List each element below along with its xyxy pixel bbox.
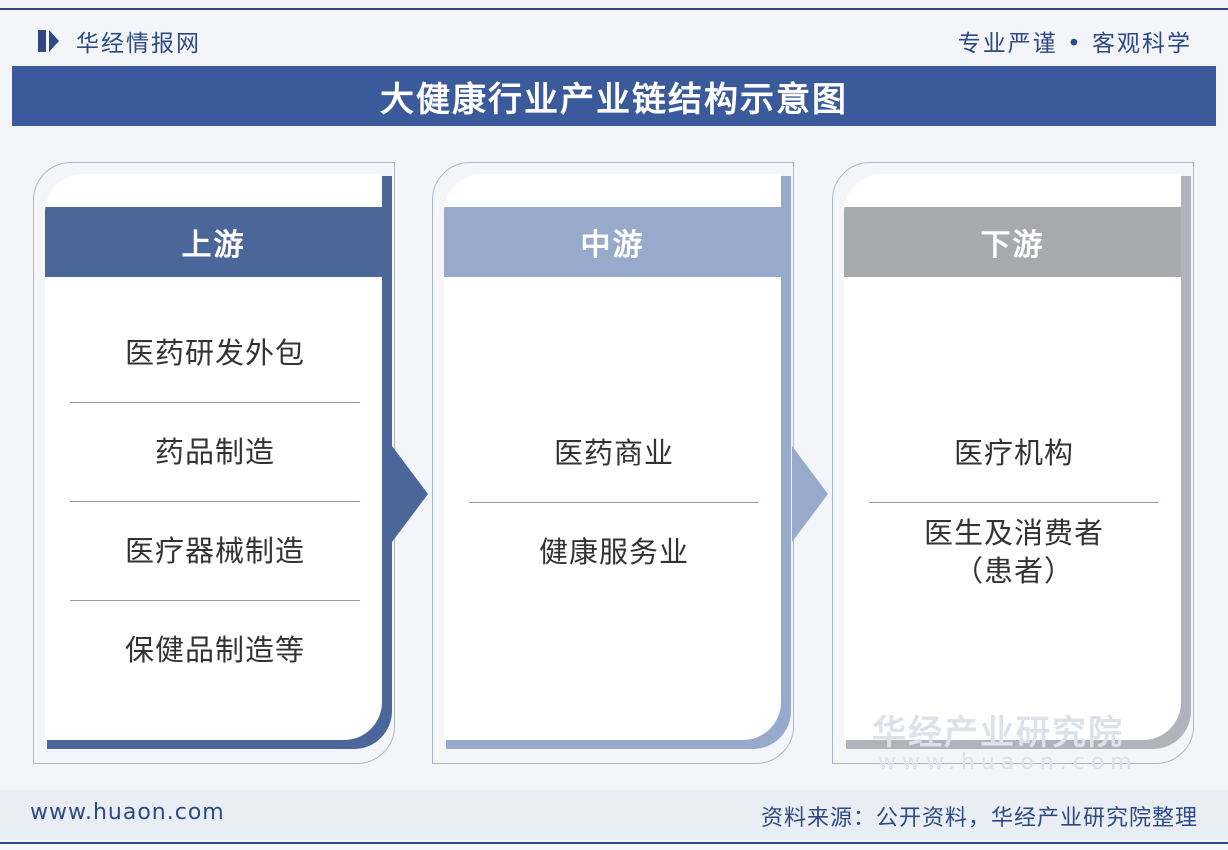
watermark-url: www.huaon.com bbox=[878, 750, 1138, 775]
list-item: 药品制造 bbox=[70, 402, 360, 501]
card-outline bbox=[832, 162, 1194, 764]
list-item: 医疗机构 bbox=[953, 436, 1074, 470]
header: 华经情报网 专业严谨 • 客观科学 bbox=[0, 14, 1228, 62]
list-item: 医疗器械制造 bbox=[70, 501, 360, 600]
downstream-list: 医疗机构 医生及消费者 （患者） bbox=[869, 404, 1159, 601]
card-face: 上游 医药研发外包 药品制造 医疗器械制造 保健品制造等 bbox=[45, 174, 382, 740]
list-item: 保健品制造等 bbox=[70, 600, 360, 699]
top-rule bbox=[0, 8, 1228, 10]
midstream-header: 中游 bbox=[444, 207, 781, 277]
source-note: 资料来源：公开资料，华经产业研究院整理 bbox=[760, 806, 1198, 831]
brand-name: 华经情报网 bbox=[76, 31, 201, 57]
flow-arrow-right-icon bbox=[392, 446, 428, 542]
upstream-card: 上游 医药研发外包 药品制造 医疗器械制造 保健品制造等 bbox=[33, 162, 398, 764]
list-item: 健康服务业 bbox=[469, 502, 759, 601]
flow-arrow-right-icon bbox=[792, 446, 828, 542]
card-face: 下游 医疗机构 医生及消费者 （患者） bbox=[844, 174, 1181, 740]
watermark-text: 华经产业研究院 bbox=[872, 713, 1124, 753]
bottom-rule bbox=[0, 842, 1228, 844]
page-title: 大健康行业产业链结构示意图 bbox=[380, 79, 848, 120]
list-item: 医药研发外包 bbox=[124, 336, 305, 370]
upstream-header: 上游 bbox=[45, 207, 382, 277]
logo-icon bbox=[38, 28, 64, 54]
midstream-card: 中游 医药商业 健康服务业 bbox=[432, 162, 797, 764]
downstream-header: 下游 bbox=[844, 207, 1181, 277]
title-band: 大健康行业产业链结构示意图 bbox=[12, 66, 1216, 126]
list-item: 医药商业 bbox=[553, 436, 674, 470]
slogan: 专业严谨 • 客观科学 bbox=[957, 31, 1192, 57]
midstream-list: 医药商业 健康服务业 bbox=[469, 404, 759, 601]
list-item: 医生及消费者 （患者） bbox=[869, 502, 1159, 601]
brand-logo[interactable]: 华经情报网 bbox=[38, 24, 201, 58]
site-link[interactable]: www.huaon.com bbox=[30, 800, 225, 825]
card-face: 中游 医药商业 健康服务业 bbox=[444, 174, 781, 740]
footer: www.huaon.com 资料来源：公开资料，华经产业研究院整理 bbox=[0, 790, 1228, 840]
upstream-list: 医药研发外包 药品制造 医疗器械制造 保健品制造等 bbox=[70, 304, 360, 699]
downstream-card: 下游 医疗机构 医生及消费者 （患者） bbox=[832, 162, 1197, 764]
